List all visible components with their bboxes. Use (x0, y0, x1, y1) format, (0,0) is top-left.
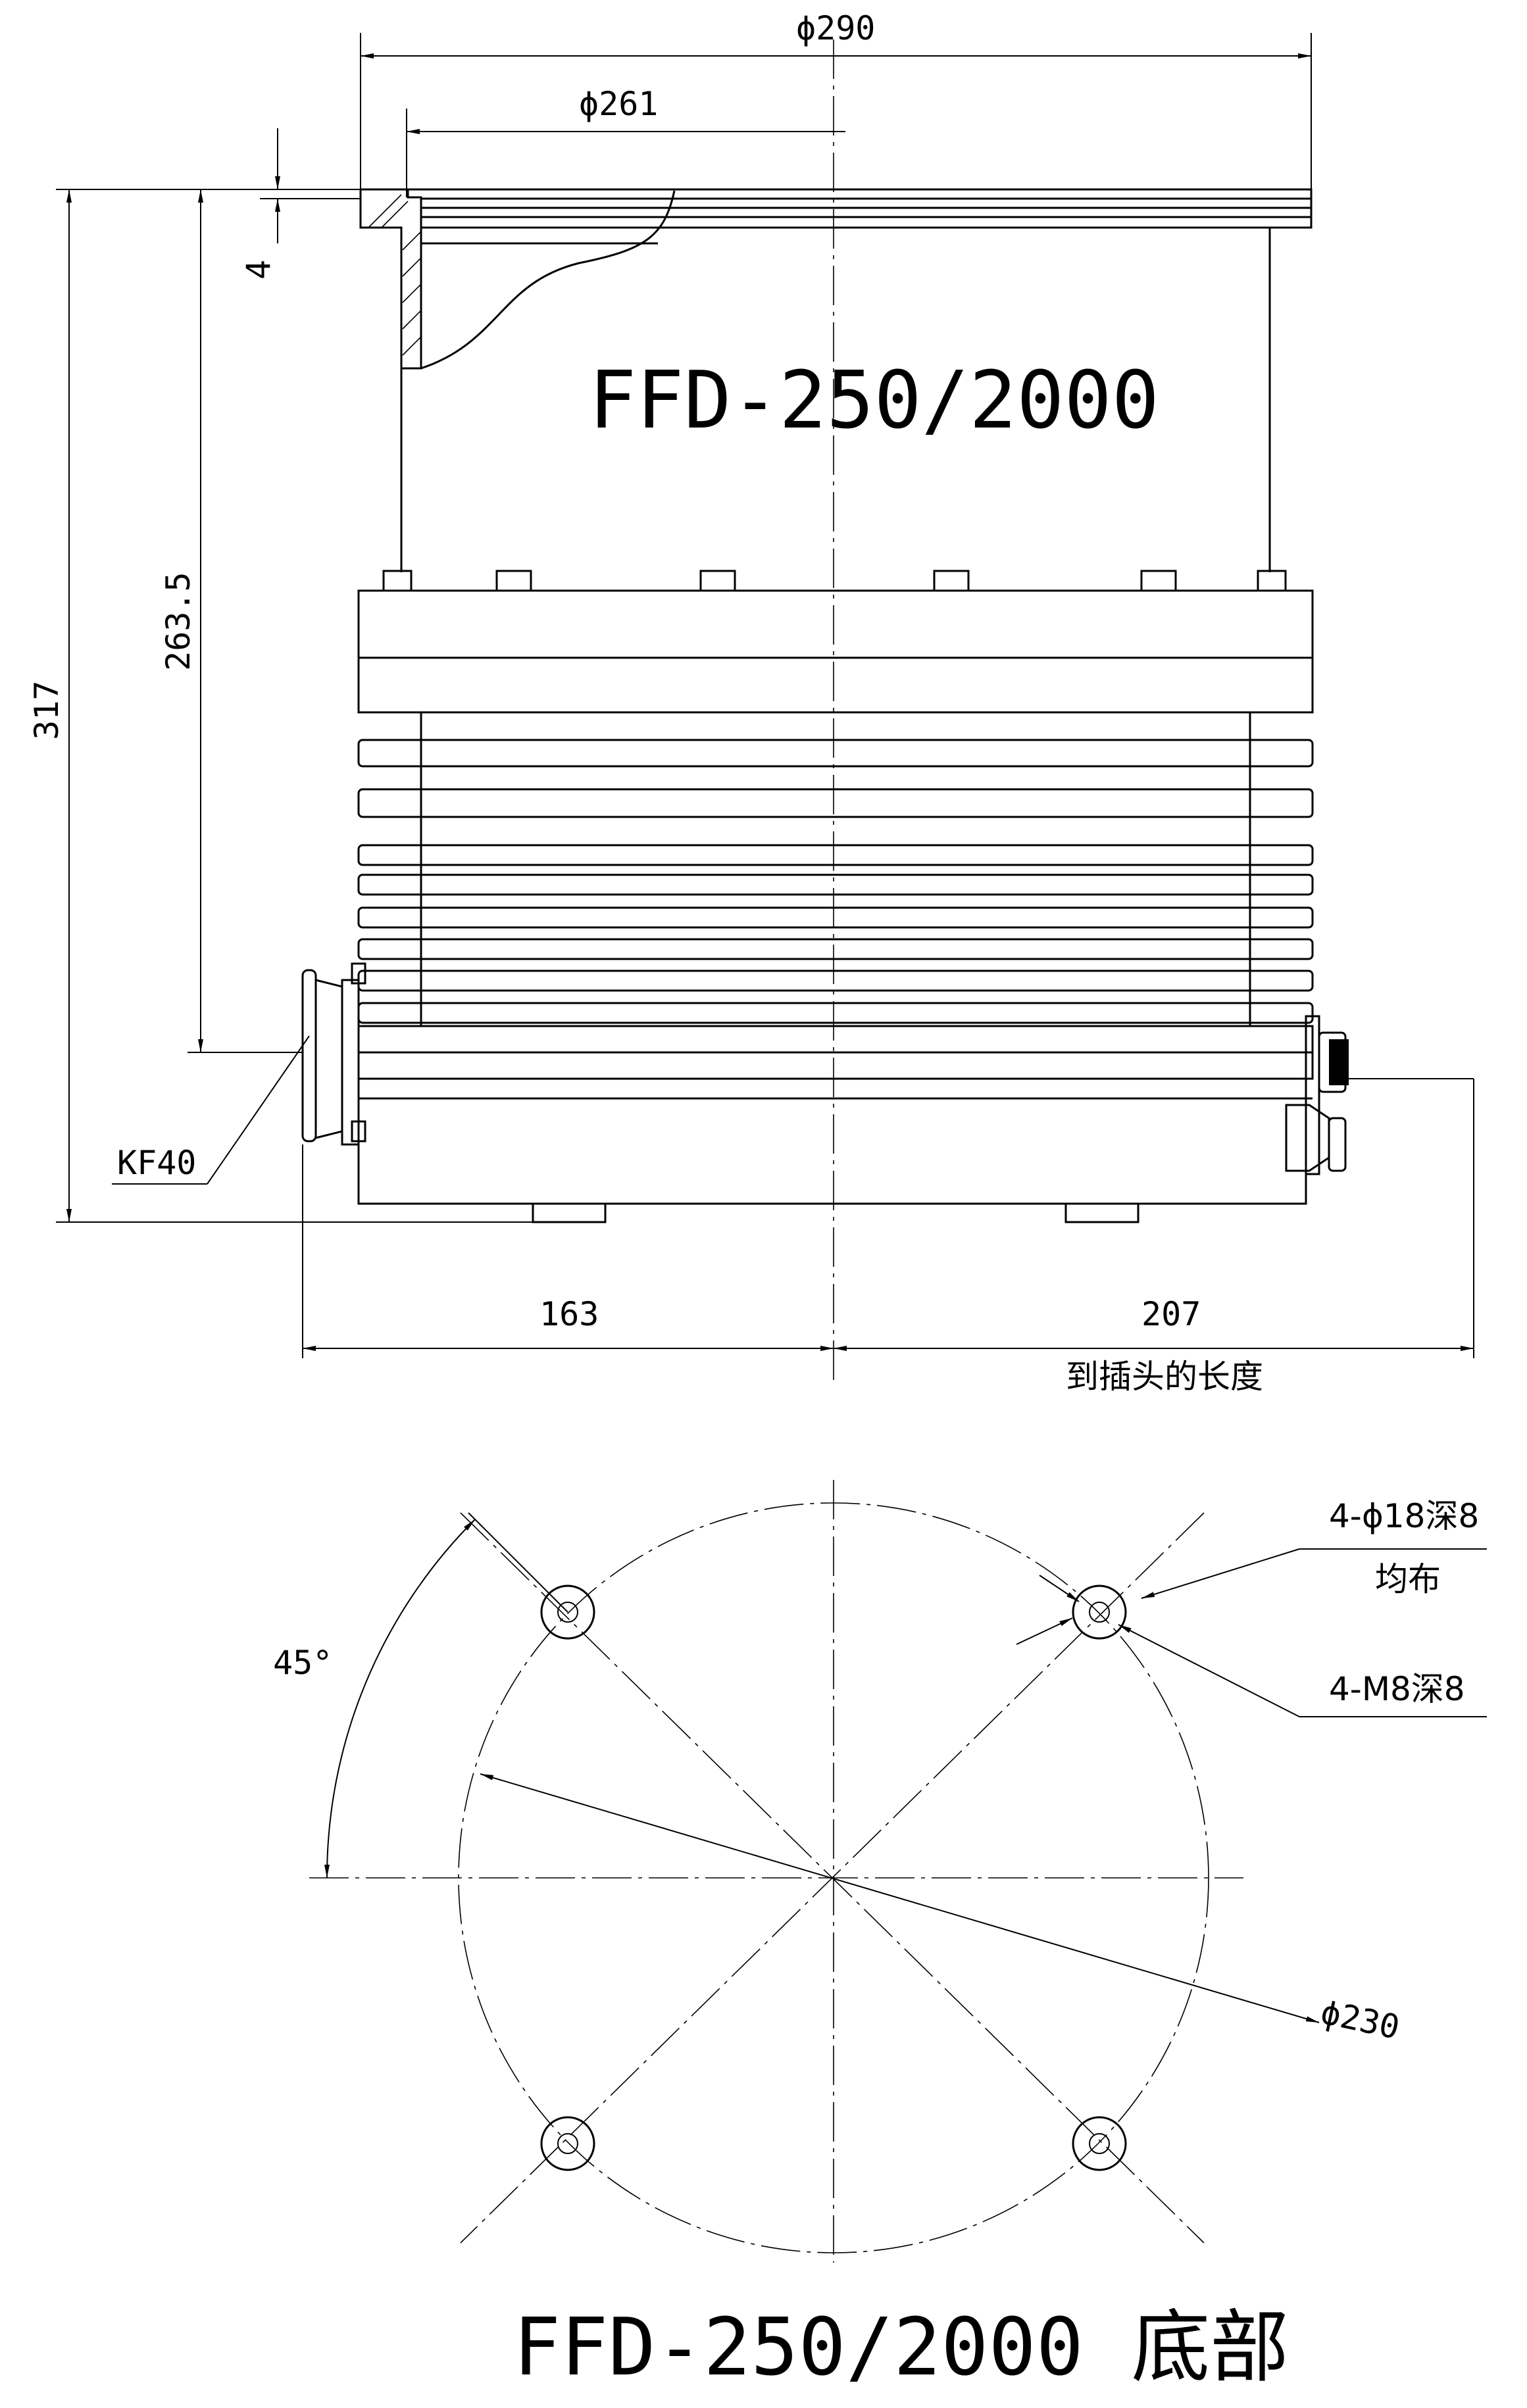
total-height-label: 317 (28, 681, 66, 740)
cooling-fins (357, 712, 1314, 1026)
bolt-heads (382, 570, 1287, 592)
hole-callouts: 4-ϕ18深8 均布 4-M8深8 (1016, 1497, 1487, 1717)
right-extent-label: 207 (1141, 1295, 1201, 1333)
dim-total-height: 317 (28, 189, 533, 1223)
angle-dimension: 45° (273, 1512, 568, 1879)
dim-outer-diameter: ϕ290 (360, 9, 1312, 189)
mounting-holes (540, 1585, 1127, 2171)
right-extent-note: 到插头的长度 (1066, 1358, 1263, 1396)
hole-spec-1-note: 均布 (1375, 1560, 1441, 1598)
left-extent-label: 163 (539, 1295, 599, 1333)
port-height-label: 263.5 (159, 572, 197, 671)
electrical-connector (1285, 1015, 1349, 1175)
dim-flange-thickness: 4 (239, 128, 361, 280)
bolt-circle-label: ϕ230 (1318, 1993, 1403, 2047)
kf40-port (301, 962, 366, 1146)
side-view: ϕ290 ϕ261 4 317 263.5 (28, 9, 1474, 1396)
outer-diameter-label: ϕ290 (796, 9, 875, 47)
bottom-view: 45° ϕ230 4-ϕ18深8 均布 4-M8深8 FFD-250/2000 … (273, 1480, 1487, 2394)
flange-thickness-label: 4 (239, 260, 278, 280)
kf40-leader: KF40 (112, 1035, 310, 1185)
dim-port-height: 263.5 (159, 189, 303, 1053)
hole-spec-1: 4-ϕ18深8 (1329, 1497, 1479, 1535)
model-label: FFD-250/2000 (589, 355, 1159, 447)
main-housing (357, 589, 1314, 714)
angle-label: 45° (273, 1644, 332, 1682)
top-flange (359, 188, 1313, 370)
dim-inner-diameter: ϕ261 (406, 85, 845, 197)
inner-diameter-label: ϕ261 (579, 85, 658, 123)
bottom-title: FFD-250/2000 底部 (513, 2302, 1289, 2394)
hole-spec-2: 4-M8深8 (1329, 1670, 1465, 1708)
dim-bolt-circle: ϕ230 (480, 1773, 1403, 2047)
lower-body (357, 1025, 1314, 1223)
kf40-label: KF40 (117, 1144, 196, 1182)
upper-body (400, 228, 1271, 572)
dim-horizontal-extents: 163 207 到插头的长度 (302, 1078, 1474, 1396)
